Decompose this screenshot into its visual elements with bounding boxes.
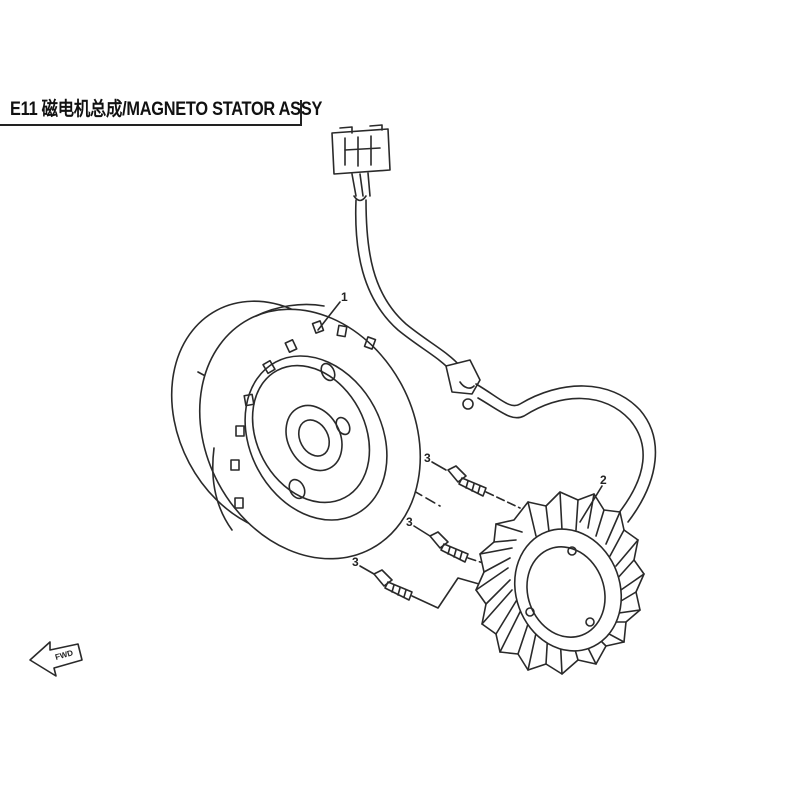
- leader-line-1: [317, 301, 341, 331]
- bolt-upper[interactable]: [447, 465, 487, 497]
- callout-3-upper: 3: [424, 451, 431, 465]
- bolt-middle[interactable]: [429, 531, 469, 563]
- leader-line-3b: [413, 525, 431, 537]
- callout-2: 2: [600, 473, 607, 487]
- bolt-lower[interactable]: [373, 569, 413, 601]
- title-bracket: [300, 100, 302, 126]
- title-underline: [0, 124, 300, 126]
- callout-1: 1: [341, 290, 348, 304]
- leader-line-2: [579, 485, 603, 523]
- leader-line-3c: [359, 565, 375, 575]
- callout-3-lower: 3: [352, 555, 359, 569]
- wire-harness[interactable]: [331, 124, 657, 523]
- page-title: E11 磁电机总成/MAGNETO STATOR ASSY: [10, 99, 323, 120]
- flywheel-rotor[interactable]: [132, 265, 463, 597]
- stator-coil[interactable]: [475, 491, 645, 675]
- fwd-arrow-icon: [29, 641, 83, 677]
- callout-3-middle: 3: [406, 515, 413, 529]
- leader-line-3a: [431, 461, 447, 471]
